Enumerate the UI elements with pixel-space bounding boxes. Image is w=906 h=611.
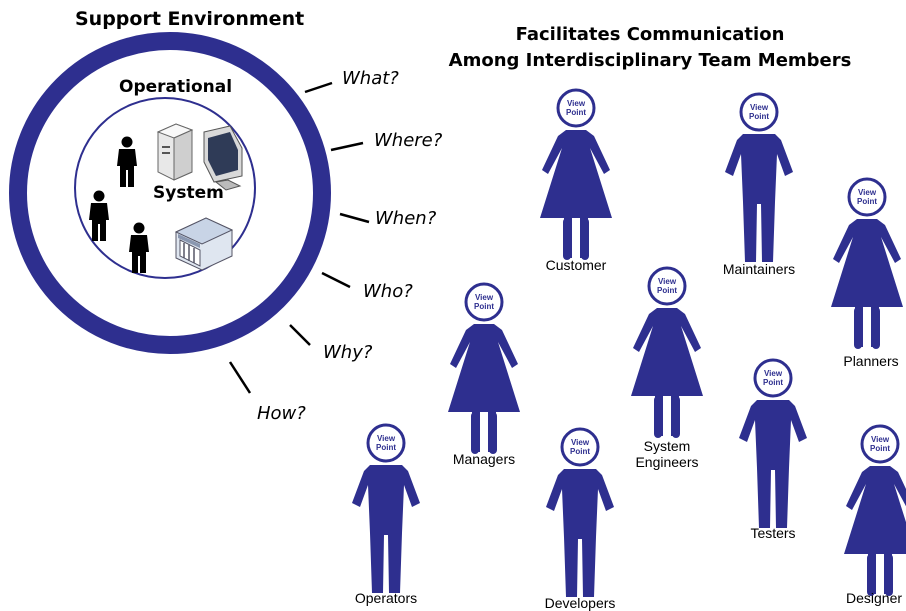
system-label: System xyxy=(153,183,224,203)
label-system-engineers-line1: System xyxy=(643,438,691,454)
support-environment-ring xyxy=(9,32,331,354)
label-designer: Designer xyxy=(846,590,903,606)
label-testers: Testers xyxy=(750,525,796,541)
viewpoint-label: View xyxy=(475,293,494,302)
viewpoint-label: View xyxy=(764,369,783,378)
who-tick xyxy=(321,271,351,289)
label-planners: Planners xyxy=(843,353,899,369)
when-tick xyxy=(339,212,370,224)
viewpoint-label: Point xyxy=(566,108,586,117)
viewpoint-label: View xyxy=(571,438,590,447)
server-icon xyxy=(156,123,194,181)
question-why: Why? xyxy=(323,342,373,363)
support-environment-title: Support Environment xyxy=(75,8,305,30)
how-tick xyxy=(228,361,252,394)
question-who: Who? xyxy=(363,281,413,302)
question-when: When? xyxy=(375,208,437,229)
viewpoint-label: Point xyxy=(763,378,783,387)
communication-title-line2: Among Interdisciplinary Team Members xyxy=(448,50,852,71)
viewpoint-label: View xyxy=(871,435,890,444)
viewpoint-label: Point xyxy=(376,443,396,452)
viewpoint-label: Point xyxy=(857,197,877,206)
building-icon xyxy=(174,217,234,271)
label-developers: Developers xyxy=(544,595,616,611)
label-managers: Managers xyxy=(452,451,516,467)
label-operators: Operators xyxy=(354,590,418,606)
operational-label: Operational xyxy=(119,77,233,97)
viewpoint-label: View xyxy=(377,434,396,443)
where-tick xyxy=(330,141,364,152)
label-system-engineers: System Engineers xyxy=(617,438,717,470)
label-customer: Customer xyxy=(545,257,607,273)
viewpoint-label: Point xyxy=(570,447,590,456)
viewpoint-label: Point xyxy=(870,444,890,453)
viewpoint-label: Point xyxy=(474,302,494,311)
what-tick xyxy=(304,81,333,94)
question-where: Where? xyxy=(374,130,443,151)
label-maintainers: Maintainers xyxy=(722,261,796,277)
viewpoint-label: View xyxy=(658,277,677,286)
communication-title-line1: Facilitates Communication xyxy=(515,24,785,45)
viewpoint-label: View xyxy=(567,99,586,108)
communication-title: Facilitates Communication Among Interdis… xyxy=(440,22,860,74)
question-what: What? xyxy=(342,68,399,89)
label-system-engineers-line2: Engineers xyxy=(635,454,699,470)
viewpoint-label: View xyxy=(750,103,769,112)
viewpoint-label: Point xyxy=(749,112,769,121)
viewpoint-label: View xyxy=(858,188,877,197)
monitor-icon xyxy=(203,125,243,191)
viewpoint-label: Point xyxy=(657,286,677,295)
question-how: How? xyxy=(257,403,306,424)
why-tick xyxy=(289,324,311,346)
